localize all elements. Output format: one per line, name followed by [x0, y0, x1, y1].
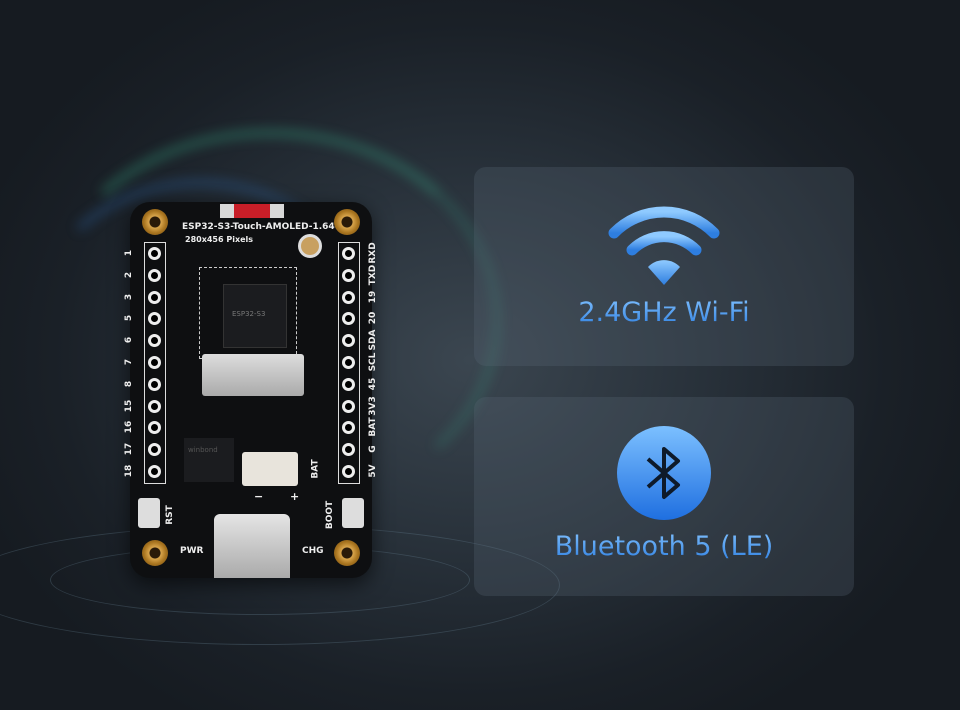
- mount-hole: [142, 209, 168, 235]
- rst-button[interactable]: [138, 498, 160, 528]
- mount-hole: [334, 209, 360, 235]
- header-pin: [148, 290, 161, 304]
- bluetooth-label: Bluetooth 5 (LE): [554, 531, 774, 562]
- header-pin: [342, 247, 355, 260]
- header-pin: [342, 377, 355, 391]
- header-pin: [148, 465, 161, 478]
- boot-label: BOOT: [325, 500, 336, 530]
- shield-can: [202, 354, 304, 396]
- signal-arc: [40, 130, 500, 510]
- header-pin: [148, 268, 161, 282]
- plus-label: +: [290, 490, 300, 503]
- header-pin: [148, 247, 161, 260]
- flash-chip: winbond: [184, 438, 234, 482]
- bluetooth-card: Bluetooth 5 (LE): [474, 397, 854, 596]
- right-header: [338, 242, 360, 484]
- chg-label: CHG: [302, 546, 324, 556]
- battery-connector: [242, 452, 298, 486]
- antenna-connector: [298, 234, 322, 258]
- header-pin: [342, 399, 355, 413]
- bat-label: BAT: [310, 459, 321, 479]
- header-pin: [342, 443, 355, 457]
- board-resolution: 280x456 Pixels: [185, 235, 254, 244]
- pin-label: 18: [124, 464, 134, 478]
- header-pin: [148, 377, 161, 391]
- header-pin: [342, 312, 355, 326]
- header-pin: [342, 356, 355, 369]
- left-header: [144, 242, 166, 484]
- header-pin: [342, 290, 355, 304]
- header-pin: [148, 421, 161, 435]
- header-pin: [342, 334, 355, 348]
- signal-arc: [30, 180, 370, 480]
- header-pin: [342, 268, 355, 282]
- wifi-icon: [608, 206, 720, 285]
- header-pin: [148, 356, 161, 369]
- header-pin: [148, 443, 161, 457]
- bluetooth-icon: [617, 426, 711, 520]
- mount-hole: [334, 540, 360, 566]
- boot-button[interactable]: [342, 498, 364, 528]
- pwr-label: PWR: [180, 546, 204, 556]
- mount-hole: [142, 540, 168, 566]
- header-pin: [342, 465, 355, 478]
- header-pin: [148, 312, 161, 326]
- header-pin: [148, 399, 161, 413]
- wifi-card: 2.4GHz Wi-Fi: [474, 167, 854, 366]
- pin-label: 5V: [368, 464, 378, 478]
- header-pin: [148, 334, 161, 348]
- esp32-board: ESP32-S3-Touch-AMOLED-1.64 280x456 Pixel…: [124, 202, 378, 578]
- esp32-chip: ESP32-S3: [223, 284, 287, 348]
- minus-label: −: [254, 490, 264, 503]
- usb-c-port[interactable]: [214, 514, 290, 578]
- rst-label: RST: [164, 505, 175, 525]
- header-pin: [342, 421, 355, 435]
- wifi-label: 2.4GHz Wi-Fi: [578, 297, 750, 328]
- board-name: ESP32-S3-Touch-AMOLED-1.64: [182, 222, 335, 232]
